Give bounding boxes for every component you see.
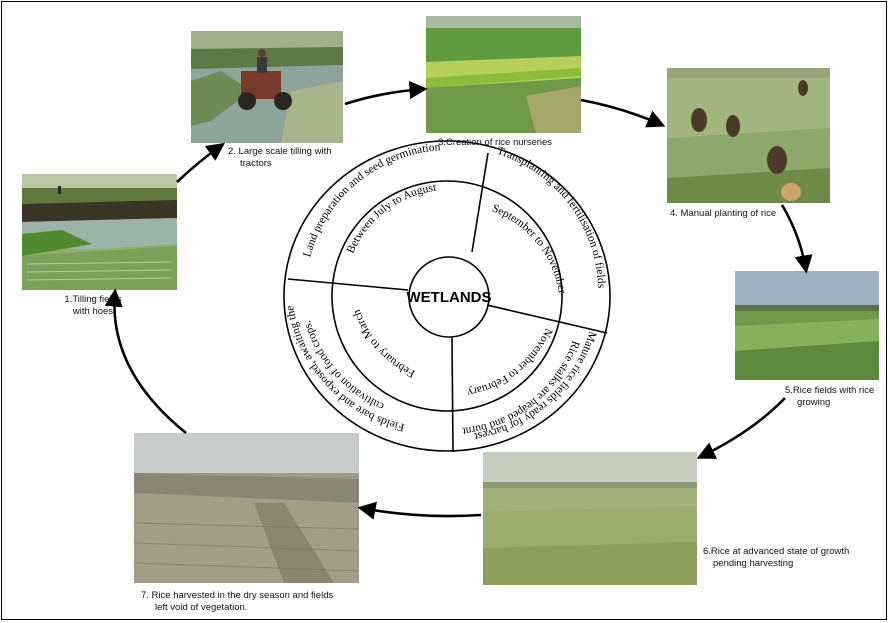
caption-stage-3: 3.Creation of rice nurseries — [438, 137, 553, 148]
arrow-6-to-7 — [357, 501, 482, 520]
manual-planting-photo — [667, 68, 830, 203]
rice-nursery-photo — [426, 16, 581, 133]
cycle-arrows — [104, 80, 813, 520]
rice-growing-photo — [735, 271, 879, 380]
caption-stage-7: 7. Rice harvested in the dry season and … — [141, 590, 334, 613]
season-wheel — [283, 140, 611, 453]
season-1-period: Between July to August — [345, 182, 438, 256]
caption-stage-4: 4. Manual planting of rice — [670, 208, 777, 219]
arrow-4-to-5 — [780, 204, 813, 274]
advanced-rice-photo — [483, 452, 697, 585]
arrow-1-to-2 — [176, 142, 225, 183]
harvested-field-photo — [134, 433, 359, 583]
season-4-period: February to March — [351, 308, 417, 380]
arrow-7-to-1 — [104, 288, 187, 435]
caption-stage-1: 1.Tilling fields with hoes — [64, 294, 122, 317]
caption-stage-6: 6.Rice at advanced state of growth pendi… — [703, 546, 850, 569]
tractor-tilling-photo — [191, 31, 343, 143]
center-label: WETLANDS — [407, 289, 492, 306]
caption-stage-5: 5.Rice fields with rice growing — [785, 385, 875, 408]
arrow-3-to-4 — [580, 98, 666, 128]
caption-stage-2: 2. Large scale tilling with tractors — [228, 146, 332, 169]
arrow-2-to-3 — [344, 80, 428, 106]
tilling-fields-photo — [22, 174, 177, 290]
arrow-5-to-6 — [696, 397, 786, 459]
